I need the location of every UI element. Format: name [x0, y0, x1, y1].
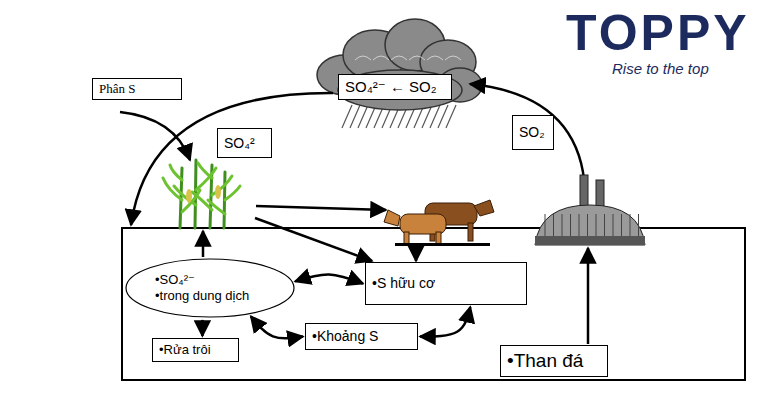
fertilizer-arrow — [120, 112, 190, 160]
node-text: •S hữu cơ — [372, 275, 520, 292]
cycle-arrow — [295, 274, 363, 283]
animal-organic-arrow — [415, 246, 418, 261]
plant-organic-arrow — [255, 218, 372, 261]
cycle-arrow — [420, 307, 470, 337]
node-text: •Than đá — [507, 350, 601, 373]
mineral-box: •Khoảng S — [305, 323, 418, 350]
emission-box: SO₂ — [512, 115, 554, 150]
coal-box: •Than đá — [500, 345, 608, 377]
rain-cloud — [317, 19, 482, 128]
cloud-label-box: SO₄²⁻ ← SO₂ — [338, 74, 452, 100]
emission-arrow — [470, 84, 585, 190]
sulfate-box: SO₄² — [217, 128, 272, 158]
ground-line — [395, 243, 490, 246]
node-text: Phân S — [99, 81, 175, 97]
node-text: •Khoảng S — [312, 328, 411, 345]
ground-box — [122, 228, 745, 380]
corn-plant — [163, 160, 240, 228]
node-text: SO₂ — [519, 124, 547, 141]
power-plant — [535, 175, 645, 245]
deposition-arrow — [131, 93, 333, 225]
plant-animal-arrow — [256, 206, 386, 210]
node-text: •Rửa trôi — [159, 342, 232, 358]
leaching-box: •Rửa trôi — [152, 338, 239, 362]
coal-arrow — [587, 248, 590, 344]
organic-box: •S hữu cơ — [365, 262, 527, 305]
node-text: •trong dung dịch — [155, 288, 249, 304]
cattle — [384, 200, 494, 246]
cycle-arrow — [201, 320, 204, 336]
logo-text: TOPPY — [566, 4, 750, 62]
cycle-arrow — [251, 316, 303, 338]
logo-slogan: Rise to the top — [612, 60, 709, 77]
solution-ellipse: •SO₄²⁻•trong dung dịch — [125, 258, 295, 318]
input-box: Phân S — [92, 78, 182, 100]
node-text: •SO₄²⁻ — [155, 272, 195, 288]
uptake-arrow — [202, 231, 205, 257]
node-text: SO₄² — [224, 135, 265, 152]
node-text: SO₄²⁻ ← SO₂ — [345, 78, 445, 96]
